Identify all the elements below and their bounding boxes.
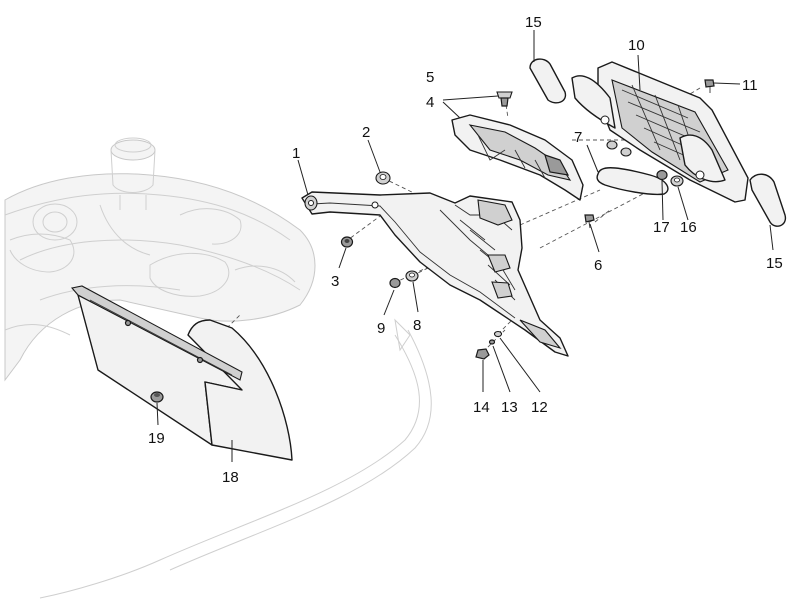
callout-labels: 1 2 3 4 5 6 7 8 9 10 11 12 13 14 15 15 1… (148, 14, 783, 486)
part-plate-holder-bracket (301, 191, 569, 357)
callout-15-top: 15 (525, 14, 542, 31)
part-screw-11 (704, 79, 715, 93)
callout-7: 7 (574, 129, 582, 146)
part-splash-guard (70, 285, 293, 461)
part-washers-near-mount (606, 140, 632, 157)
callout-5: 5 (426, 69, 434, 86)
part-washer-16 (670, 175, 684, 187)
part-pad-15-top (529, 58, 567, 104)
part-pin-13 (488, 339, 496, 345)
callout-10: 10 (628, 37, 645, 54)
part-washer-8 (405, 270, 419, 282)
part-pad-7 (596, 167, 669, 196)
part-screw-5 (496, 91, 513, 107)
part-washer-12 (493, 330, 503, 338)
ghost-scooter-body (4, 137, 432, 599)
callout-16: 16 (680, 219, 697, 236)
callout-3: 3 (331, 273, 339, 290)
callout-15-right: 15 (766, 255, 783, 272)
callout-11: 11 (742, 77, 758, 94)
callout-18: 18 (222, 469, 239, 486)
part-plate-mount-10 (571, 61, 749, 203)
callout-9: 9 (377, 320, 385, 337)
callout-2: 2 (362, 124, 370, 141)
part-light-cover (451, 114, 584, 201)
part-nut-19 (150, 391, 164, 403)
callout-17: 17 (653, 219, 670, 236)
part-screw-6 (584, 214, 595, 229)
callout-6: 6 (594, 257, 602, 274)
callout-12: 12 (531, 399, 548, 416)
callout-1: 1 (292, 145, 300, 162)
callout-19: 19 (148, 430, 165, 447)
part-nut-9 (389, 277, 401, 289)
part-nut-17 (656, 169, 668, 181)
part-nut-3 (340, 236, 354, 248)
callout-14: 14 (473, 399, 490, 416)
part-nut-14 (475, 348, 490, 360)
callout-8: 8 (413, 317, 421, 334)
callout-13: 13 (501, 399, 518, 416)
part-pad-15-right (749, 173, 787, 227)
part-grommet-2 (375, 171, 391, 185)
leader-lines (156, 30, 774, 462)
callout-4: 4 (426, 94, 434, 111)
